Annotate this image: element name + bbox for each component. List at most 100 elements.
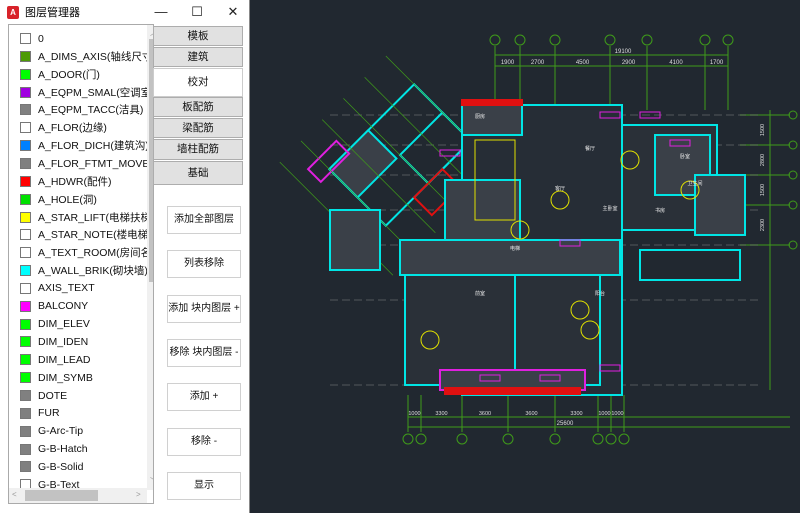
door-swing xyxy=(680,180,700,200)
layer-item[interactable]: DIM_LEAD xyxy=(20,351,148,368)
room-label: 阳台 xyxy=(595,290,605,297)
dim-text: 1700 xyxy=(710,60,724,66)
wall xyxy=(306,139,351,184)
tab-4[interactable]: 梁配筋 xyxy=(153,118,243,138)
dim-text: 3300 xyxy=(570,411,582,417)
layer-item[interactable]: G-Arc-Tip xyxy=(20,423,148,440)
tag-label xyxy=(559,239,581,247)
room-label: 主卧室 xyxy=(602,205,617,212)
scroll-right-icon[interactable]: > xyxy=(136,490,141,499)
maximize-button[interactable]: ☐ xyxy=(191,4,203,19)
door-swing xyxy=(420,330,440,350)
room xyxy=(404,269,516,386)
title-bar: A 图层管理器 — ☐ ✕ xyxy=(0,0,250,24)
tab-2[interactable]: 校对 xyxy=(153,68,243,97)
layer-item[interactable]: A_FLOR(边缘) xyxy=(20,119,148,136)
layer-item[interactable]: A_STAR_NOTE(楼电梯编号 xyxy=(20,226,148,243)
layer-name: A_HOLE(洞) xyxy=(38,193,97,206)
layer-item[interactable]: DIM_SYMB xyxy=(20,369,148,386)
horizontal-scrollbar[interactable]: < > xyxy=(9,488,147,503)
layer-item[interactable]: A_FLOR_FTMT_MOVE(可移 xyxy=(20,155,148,172)
dim-text: 2900 xyxy=(622,60,636,66)
layer-item[interactable]: A_DIMS_AXIS(轴线尺寸) xyxy=(20,48,148,65)
layer-color-swatch xyxy=(20,390,31,401)
minimize-button[interactable]: — xyxy=(154,4,168,19)
autocad-app-icon: A xyxy=(7,5,19,19)
tag-label xyxy=(599,364,621,372)
axis-bubble xyxy=(592,433,604,445)
room xyxy=(514,269,601,386)
remove-button[interactable]: 移除 - xyxy=(167,427,241,456)
layer-color-swatch xyxy=(20,318,31,330)
dim-text-total: 25600 xyxy=(557,421,574,427)
tab-0[interactable]: 模板 xyxy=(153,26,243,46)
tag-label xyxy=(439,149,461,157)
axis-bubble xyxy=(641,34,653,46)
scroll-left-icon[interactable]: < xyxy=(12,490,17,499)
horizontal-scroll-thumb[interactable] xyxy=(25,490,98,501)
layer-item[interactable]: A_TEXT_ROOM(房间名) xyxy=(20,244,148,261)
tab-1[interactable]: 建筑 xyxy=(153,47,243,67)
layer-item[interactable]: G-B-Hatch xyxy=(20,441,148,458)
axis-bubble xyxy=(788,170,798,180)
layer-item[interactable]: G-B-Solid xyxy=(20,458,148,475)
axis-bubble xyxy=(604,34,616,46)
room xyxy=(399,239,621,276)
tab-3[interactable]: 板配筋 xyxy=(153,97,243,117)
layer-item[interactable]: 0 xyxy=(20,30,148,47)
layer-item[interactable]: A_WALL_BRIK(砌块墙) xyxy=(20,262,148,279)
scroll-down-icon[interactable]: ﹀ xyxy=(150,476,153,487)
room-label: 书房 xyxy=(655,207,665,214)
remove-from-list-button[interactable]: 列表移除 xyxy=(167,250,241,279)
layer-color-swatch xyxy=(20,354,31,366)
layer-item[interactable]: A_HDWR(配件) xyxy=(20,173,148,190)
layer-item[interactable]: A_HOLE(洞) xyxy=(20,191,148,208)
show-button[interactable]: 显示 xyxy=(167,471,241,500)
dim-text: 1000 xyxy=(598,411,610,417)
axis-bubble xyxy=(788,200,798,210)
axis-bubble xyxy=(549,433,561,445)
close-button[interactable]: ✕ xyxy=(227,4,239,19)
add-button[interactable]: 添加 + xyxy=(167,383,241,412)
layer-color-swatch xyxy=(20,336,31,348)
layer-color-swatch xyxy=(20,211,31,223)
layer-item[interactable]: A_EQPM_SMAL(空调室内 xyxy=(20,84,148,101)
layer-color-swatch xyxy=(20,140,31,152)
layer-name: DIM_SYMB xyxy=(38,371,93,384)
dim-text: 3600 xyxy=(479,411,491,417)
tab-6[interactable]: 基础 xyxy=(153,161,243,185)
scroll-up-icon[interactable]: ︿ xyxy=(150,27,153,38)
axis-bubble xyxy=(549,34,561,46)
add-block-layer-button[interactable]: 添加 块内图层 + xyxy=(167,294,241,323)
tag-label xyxy=(539,374,561,382)
add-all-layers-button[interactable]: 添加全部图层 xyxy=(167,206,241,234)
layer-name: BALCONY xyxy=(38,300,89,313)
axis-bubble xyxy=(514,34,526,46)
layer-item[interactable]: A_FLOR_DICH(建筑沟) xyxy=(20,137,148,154)
tab-5[interactable]: 墙柱配筋 xyxy=(153,139,243,160)
layer-item[interactable]: AXIS_TEXT xyxy=(20,280,148,297)
layer-color-swatch xyxy=(20,104,31,116)
tag-label xyxy=(479,374,501,382)
layer-item[interactable]: DIM_IDEN xyxy=(20,333,148,350)
layer-item[interactable]: DIM_ELEV xyxy=(20,316,148,333)
layer-item[interactable]: DOTE xyxy=(20,387,148,404)
layer-item[interactable]: A_DOOR(门) xyxy=(20,66,148,83)
dim-text: 4500 xyxy=(576,60,590,66)
layer-item[interactable]: FUR xyxy=(20,405,148,422)
axis-line xyxy=(321,119,436,234)
vertical-scroll-thumb[interactable] xyxy=(149,39,153,282)
axis-bubble xyxy=(788,140,798,150)
layer-color-swatch xyxy=(20,122,31,134)
red-strip xyxy=(461,99,523,106)
layer-item[interactable]: A_EQPM_TACC(洁具) xyxy=(20,101,148,118)
layer-item[interactable]: A_STAR_LIFT(电梯扶梯) xyxy=(20,209,148,226)
remove-block-layer-button[interactable]: 移除 块内图层 - xyxy=(167,338,241,367)
dim-text: 1900 xyxy=(501,60,515,66)
layer-item[interactable]: BALCONY xyxy=(20,298,148,315)
vertical-scrollbar[interactable]: ︿ ﹀ xyxy=(147,25,153,490)
room xyxy=(694,174,746,236)
axis-bubble xyxy=(415,433,427,445)
